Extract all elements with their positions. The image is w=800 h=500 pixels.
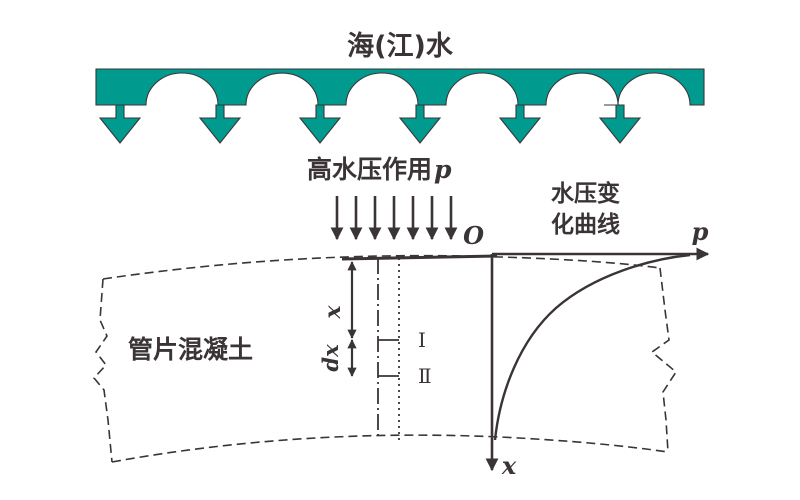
layer-leader-group: [378, 339, 399, 377]
thickness-dimension-group: dx: [318, 339, 357, 377]
pressure-chart-axes: O p x: [463, 217, 710, 480]
pressure-curve-label-group: 水压变 化曲线: [551, 180, 620, 238]
water-band: [95, 68, 705, 144]
high-water-pressure-label: 高水压作用: [307, 155, 432, 184]
depth-dimension-group: x: [320, 261, 357, 339]
high-water-pressure-label-group: 高水压作用 p: [307, 155, 452, 184]
depth-dimension-label: x: [320, 305, 346, 320]
pressure-variation-curve: [493, 253, 691, 441]
thickness-dimension-label: dx: [318, 344, 343, 372]
high-water-pressure-symbol: p: [434, 155, 452, 184]
concrete-bottom-face: [111, 434, 669, 463]
concrete-left-break-edge: [92, 278, 113, 463]
concrete-right-break-edge: [650, 267, 678, 453]
concrete-top-face: [102, 254, 661, 280]
pressure-curve-label-line1: 水压变: [551, 180, 620, 207]
layer-two-label: Ⅱ: [418, 364, 432, 388]
segment-concrete-label: 管片混凝土: [128, 335, 253, 364]
sea-water-label: 海(江)水: [347, 31, 454, 62]
pressure-arrow-array: [330, 196, 458, 241]
x-axis-label: x: [501, 451, 517, 480]
origin-label: O: [463, 221, 484, 250]
pressure-curve-label-line2: 化曲线: [551, 211, 620, 238]
water-band-shape: [95, 68, 705, 144]
segment-concrete-outline: [92, 254, 678, 463]
loaded-surface-line: [341, 254, 498, 261]
layer-one-label: Ⅰ: [418, 328, 426, 352]
p-axis-label: p: [692, 217, 709, 246]
